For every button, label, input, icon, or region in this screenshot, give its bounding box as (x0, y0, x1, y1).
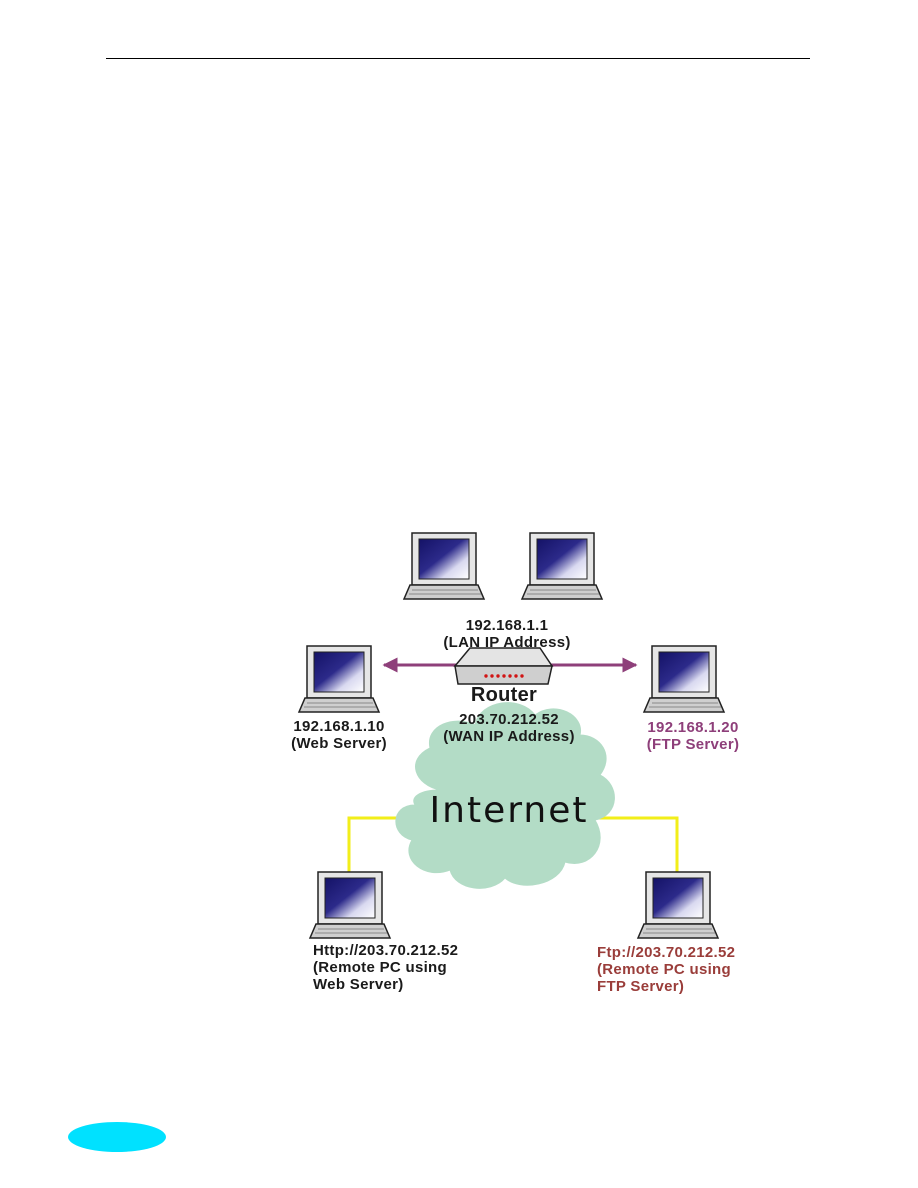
web-server-label: 192.168.1.10 (Web Server) (291, 718, 387, 752)
remote-web-line2: Web Server) (313, 976, 404, 993)
ftp-server-caption: (FTP Server) (646, 736, 740, 753)
web-server-ip: 192.168.1.10 (293, 718, 385, 735)
lan-pc-2-icon (521, 532, 603, 600)
ftp-server-pc-icon (643, 645, 725, 713)
web-server-pc-icon (298, 645, 380, 713)
remote-web-url: Http://203.70.212.52 (313, 942, 459, 959)
header-rule (106, 58, 810, 59)
lan-pc-1-icon (403, 532, 485, 600)
remote-ftp-label: Ftp://203.70.212.52 (Remote PC using FTP… (597, 944, 735, 995)
ftp-server-label: 192.168.1.20 (FTP Server) (647, 719, 740, 753)
router-lan-label: 192.168.1.1 (LAN IP Address) (443, 617, 570, 651)
router-icon (453, 647, 554, 685)
router-wan-ip: 203.70.212.52 (459, 711, 559, 728)
remote-web-label: Http://203.70.212.52 (Remote PC using We… (313, 942, 458, 993)
remote-web-pc-icon (309, 871, 391, 939)
page-number-badge (68, 1122, 166, 1152)
router-wan-label: 203.70.212.52 (WAN IP Address) (443, 711, 575, 745)
router-lan-ip: 192.168.1.1 (465, 617, 549, 634)
router-wan-caption: (WAN IP Address) (443, 728, 575, 745)
ftp-server-ip: 192.168.1.20 (647, 719, 739, 736)
router-lan-caption: (LAN IP Address) (443, 634, 571, 651)
internet-label: Internet (429, 790, 589, 831)
remote-ftp-line1: (Remote PC using (597, 961, 731, 978)
router-name: Router (470, 684, 538, 706)
internet-cloud (395, 702, 615, 889)
web-server-caption: (Web Server) (291, 735, 387, 752)
remote-web-line1: (Remote PC using (313, 959, 447, 976)
remote-ftp-pc-icon (637, 871, 719, 939)
remote-ftp-url: Ftp://203.70.212.52 (597, 944, 736, 961)
remote-ftp-line2: FTP Server) (597, 978, 685, 995)
